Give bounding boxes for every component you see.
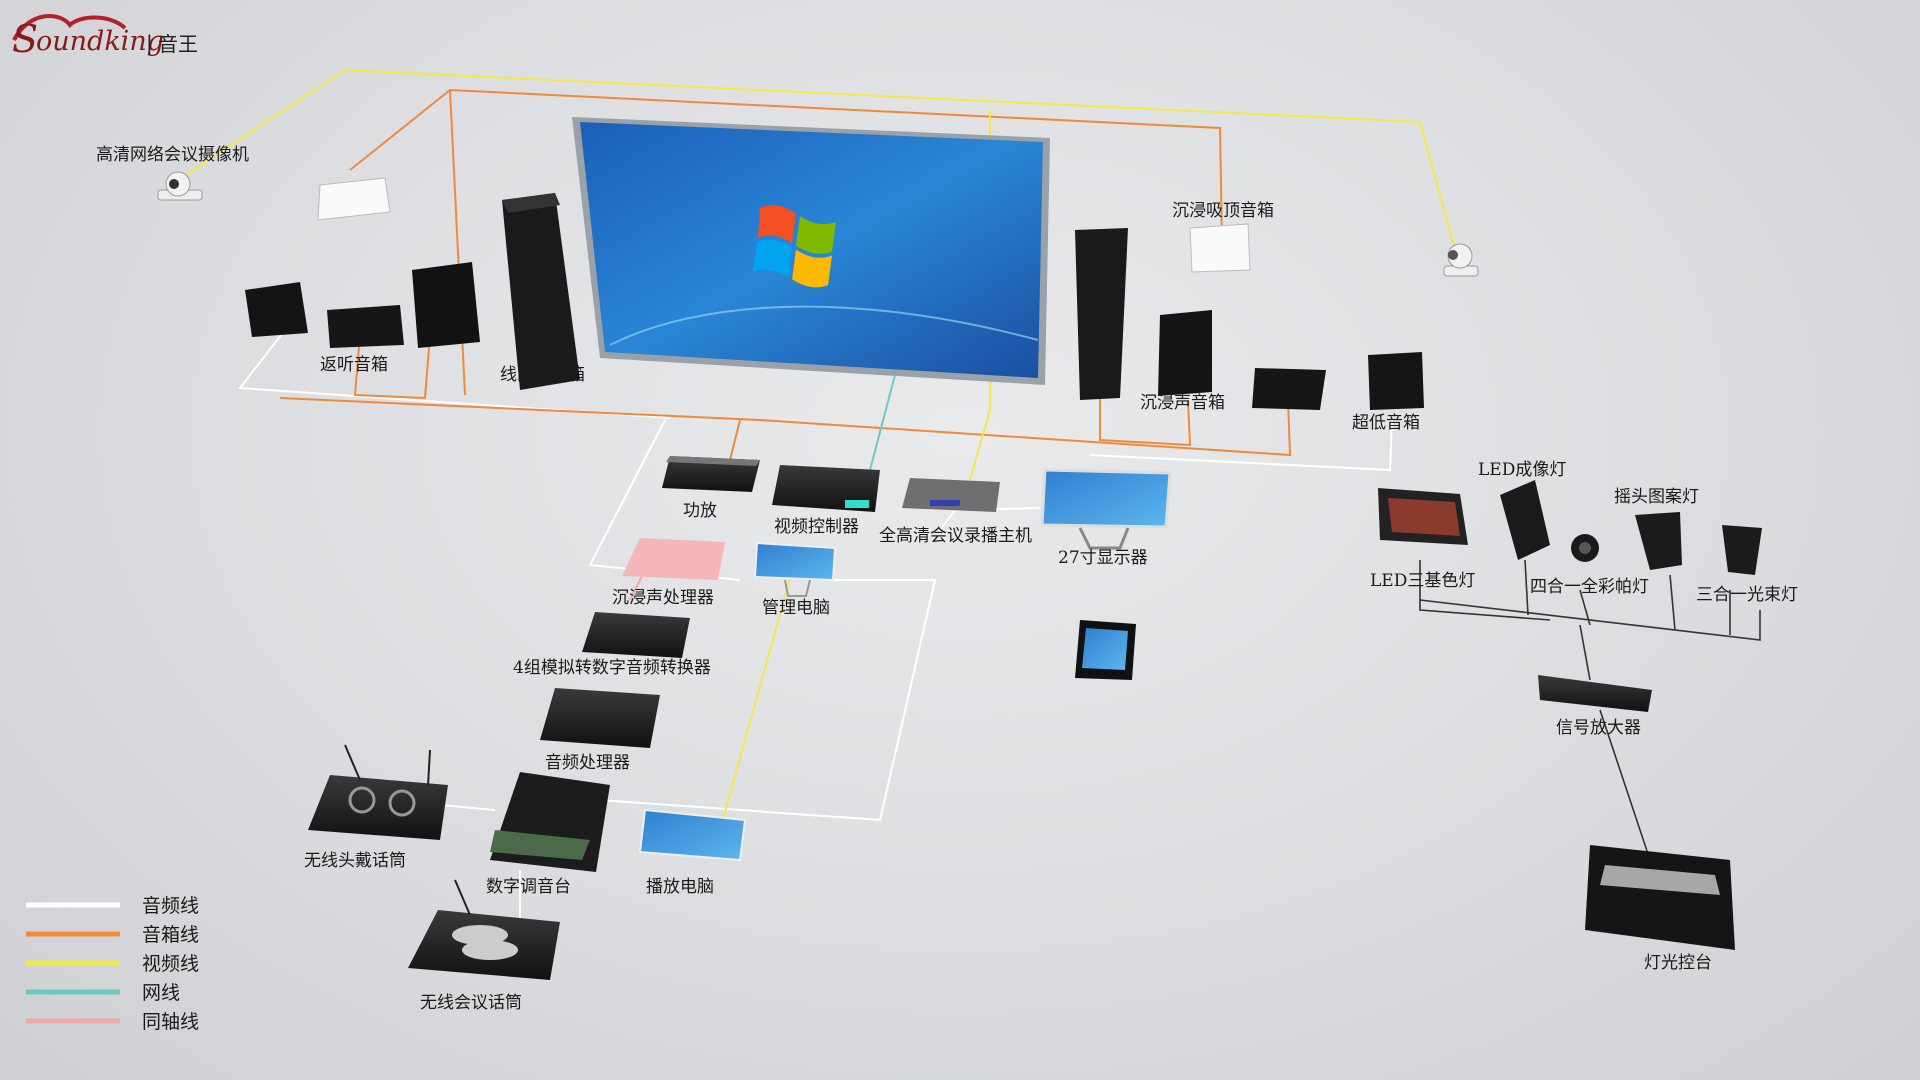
label-immersive-speaker: 沉浸声音箱: [1140, 393, 1225, 413]
label-par-light: 四合一全彩帕灯: [1530, 577, 1649, 597]
soundking-logo: S oundking | 音王: [12, 14, 198, 61]
video-cable-top: [169, 68, 1456, 251]
label-beam-light: 三合一光束灯: [1696, 585, 1798, 605]
diagram-labels: 高清网络会议摄像机 返听音箱 线阵列音箱 沉浸吸顶音箱 沉浸声音箱 超低音箱 功…: [96, 145, 1798, 1013]
label-subwoofer: 超低音箱: [1352, 413, 1420, 433]
beam-light-device: [1722, 525, 1762, 575]
display-27-device: [1040, 468, 1172, 550]
label-video-controller: 视频控制器: [774, 517, 859, 537]
legend-label-video: 视频线: [142, 953, 199, 975]
label-light-console: 灯光控台: [1644, 953, 1712, 973]
label-ceiling-speaker: 沉浸吸顶音箱: [1172, 201, 1274, 221]
amplifier-device: [662, 456, 760, 492]
label-monitor-speaker: 返听音箱: [320, 355, 388, 375]
label-line-array: 线阵列音箱: [500, 365, 585, 385]
label-admin-pc: 管理电脑: [762, 598, 830, 618]
led-tricolor-device: [1378, 488, 1468, 545]
digital-mixer-device: [490, 772, 610, 872]
light-cable-5: [1524, 559, 1529, 616]
light-cable-console: [1599, 709, 1651, 861]
light-cable-2: [1579, 589, 1591, 626]
audio-cable-right-speakers: [1089, 419, 1393, 472]
speaker-cable-amp: [729, 419, 741, 461]
logo-s: S: [12, 17, 38, 61]
label-moving-pattern: 摇头图案灯: [1614, 487, 1699, 507]
label-converter: 4组模拟转数字音频转换器: [513, 658, 711, 678]
legend-label-coax: 同轴线: [142, 1011, 199, 1033]
audio-cable-headset: [439, 804, 496, 811]
label-playback-pc: 播放电脑: [646, 877, 714, 897]
video-cable-playback: [719, 559, 796, 831]
playback-pc-device: [638, 808, 747, 862]
speaker-cable-top-down: [449, 89, 466, 396]
speaker-cable-right-bus: [279, 397, 1292, 457]
light-cable-1: [1419, 560, 1551, 621]
legend-label-audio: 音频线: [142, 895, 199, 917]
admin-pc-device: [753, 541, 837, 597]
logo-divider: |: [146, 31, 153, 55]
light-cable-bus: [1419, 599, 1761, 641]
main-screen: [572, 117, 1050, 385]
recorder-device: [902, 478, 1000, 512]
wireless-mic-device: [408, 879, 560, 980]
legend-label-network: 网线: [142, 982, 180, 1004]
audio-processor-device: [540, 688, 660, 748]
immersive-processor-device: [622, 538, 725, 580]
ceiling-speaker-right: [1189, 223, 1251, 273]
label-signal-amp: 信号放大器: [1556, 718, 1641, 738]
ceiling-speaker-left: [317, 177, 391, 221]
label-camera-hd: 高清网络会议摄像机: [96, 145, 249, 165]
moving-pattern-device: [1635, 512, 1682, 570]
monitor-speakers: [245, 262, 480, 348]
logo-chinese: 音王: [158, 32, 198, 56]
audio-cable-mixer-loop: [599, 579, 937, 822]
label-led-tricolor: LED三基色灯: [1370, 571, 1475, 591]
light-console-device: [1585, 845, 1735, 950]
video-controller-device: [772, 465, 880, 512]
speaker-cable-right-2: [1099, 398, 1192, 447]
signal-amp-device: [1538, 675, 1652, 712]
windows-logo-icon: [753, 205, 836, 288]
wireless-headset-device: [308, 744, 448, 840]
converter-device: [582, 612, 690, 658]
label-amplifier: 功放: [683, 501, 717, 521]
light-cable-amp: [1579, 624, 1591, 681]
label-wireless-headset: 无线头戴话筒: [304, 851, 406, 871]
label-wireless-mic: 无线会议话筒: [420, 993, 522, 1013]
label-immersive-processor: 沉浸声处理器: [612, 588, 714, 608]
camera-right: [1443, 243, 1479, 277]
par-light-device: [1571, 534, 1599, 562]
camera-left: [157, 171, 203, 201]
logo-swoosh-icon: [12, 14, 127, 42]
line-array-left: [502, 193, 580, 390]
led-imaging-device: [1500, 480, 1550, 560]
subwoofer: [1368, 352, 1424, 410]
speaker-cable-top: [349, 88, 1223, 241]
audio-cable-left-speakers: [238, 329, 671, 419]
speaker-cable-left-bus: [353, 334, 431, 400]
tablet-device: [1075, 620, 1136, 680]
label-display-27: 27寸显示器: [1058, 548, 1148, 568]
label-audio-processor: 音频处理器: [545, 753, 630, 773]
light-cable-3: [1669, 574, 1676, 631]
label-recorder: 全高清会议录播主机: [879, 526, 1032, 546]
logo-brand: oundking: [36, 26, 164, 57]
network-cable-screen: [869, 374, 896, 471]
immersive-speakers: [1158, 310, 1326, 410]
line-array-right: [1075, 228, 1128, 400]
label-digital-mixer: 数字调音台: [486, 877, 571, 897]
label-led-imaging: LED成像灯: [1478, 460, 1566, 480]
legend-label-speaker: 音箱线: [142, 924, 199, 946]
